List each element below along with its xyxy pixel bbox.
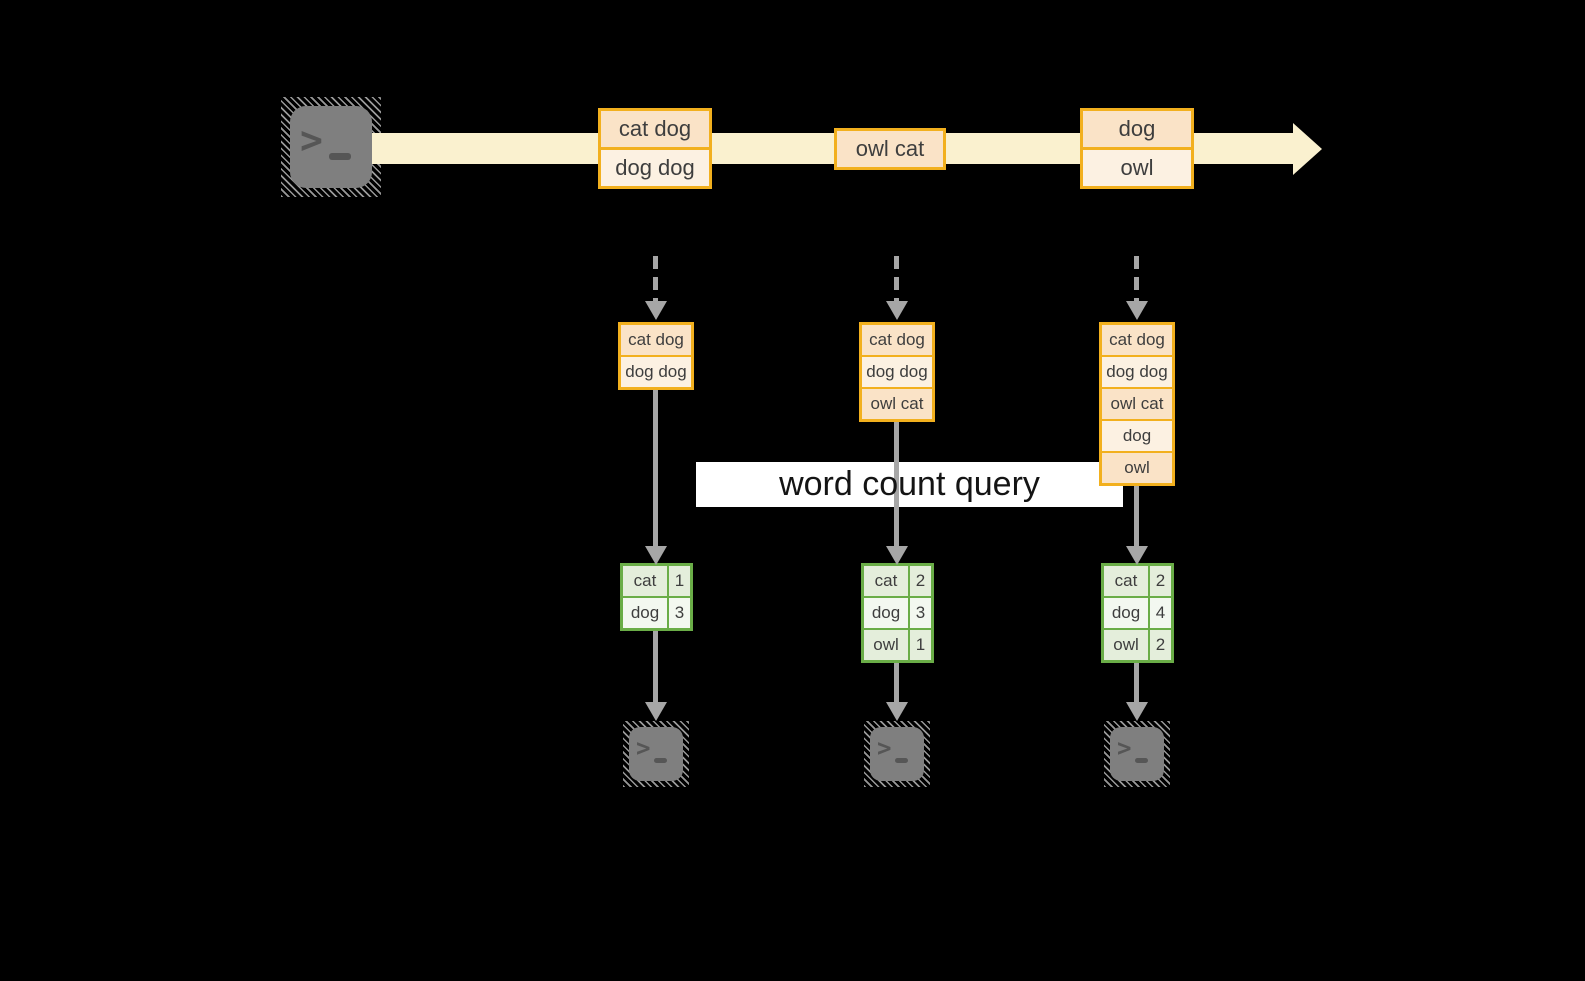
output-arrowhead-3 [1126, 702, 1148, 721]
ingest-arrow-3 [1134, 256, 1139, 302]
count-value-cell: 1 [910, 630, 931, 660]
stream-event-row: owl [1083, 150, 1191, 186]
batch-row: owl cat [1102, 389, 1172, 419]
sink-terminal-icon-1: > [623, 721, 689, 787]
count-value-cell: 2 [910, 566, 931, 596]
output-arrow-1 [653, 631, 658, 703]
batch-row: cat dog [1102, 325, 1172, 355]
stream-event-row: owl cat [837, 131, 943, 167]
query-arrow-1 [653, 390, 658, 547]
batch-row: dog dog [862, 357, 932, 387]
micro-batch-box-3: cat dog dog dog owl cat dog owl [1099, 322, 1175, 486]
count-value-cell: 2 [1150, 630, 1171, 660]
count-table-1: cat 1 dog 3 [620, 563, 693, 631]
count-word-cell: dog [1104, 598, 1148, 628]
terminal-prompt-icon: > [877, 734, 892, 762]
output-arrowhead-2 [886, 702, 908, 721]
terminal-prompt-icon: > [300, 118, 323, 162]
batch-row: cat dog [862, 325, 932, 355]
count-value-cell: 4 [1150, 598, 1171, 628]
ingest-arrowhead-1 [645, 301, 667, 320]
stream-event-row: cat dog [601, 111, 709, 147]
count-table-2: cat 2 dog 3 owl 1 [861, 563, 934, 663]
batch-row: dog dog [621, 357, 691, 387]
stream-event-box-2: owl cat [834, 128, 946, 170]
terminal-cursor-icon [1135, 758, 1148, 763]
ingest-arrowhead-2 [886, 301, 908, 320]
terminal-prompt-icon: > [636, 734, 651, 762]
query-arrowhead-2 [886, 546, 908, 565]
terminal-cursor-icon [329, 153, 351, 160]
count-word-cell: cat [864, 566, 908, 596]
terminal-window [290, 106, 372, 188]
output-arrowhead-1 [645, 702, 667, 721]
micro-batch-box-2: cat dog dog dog owl cat [859, 322, 935, 422]
micro-batch-box-1: cat dog dog dog [618, 322, 694, 390]
count-value-cell: 1 [669, 566, 690, 596]
terminal-prompt-icon: > [1117, 734, 1132, 762]
query-label: word count query [779, 465, 1040, 503]
stream-event-box-3: dog owl [1080, 108, 1194, 189]
query-label-background [696, 462, 1123, 507]
count-word-cell: owl [1104, 630, 1148, 660]
batch-row: dog [1102, 421, 1172, 451]
ingest-arrow-2 [894, 256, 899, 302]
stream-event-row: dog [1083, 111, 1191, 147]
count-word-cell: dog [623, 598, 667, 628]
stream-source-terminal-icon: > [281, 97, 381, 197]
count-value-cell: 3 [669, 598, 690, 628]
query-arrow-3 [1134, 486, 1139, 547]
stream-event-row: dog dog [601, 150, 709, 186]
count-word-cell: cat [1104, 566, 1148, 596]
terminal-cursor-icon [895, 758, 908, 763]
batch-row: dog dog [1102, 357, 1172, 387]
count-word-cell: owl [864, 630, 908, 660]
count-word-cell: cat [623, 566, 667, 596]
stream-arrowhead-icon [1293, 123, 1322, 175]
count-value-cell: 3 [910, 598, 931, 628]
count-value-cell: 2 [1150, 566, 1171, 596]
output-arrow-2 [894, 663, 899, 703]
batch-row: owl [1102, 453, 1172, 483]
count-table-3: cat 2 dog 4 owl 2 [1101, 563, 1174, 663]
query-arrowhead-3 [1126, 546, 1148, 565]
ingest-arrowhead-3 [1126, 301, 1148, 320]
sink-terminal-icon-2: > [864, 721, 930, 787]
query-arrow-2 [894, 422, 899, 547]
terminal-window [870, 727, 924, 781]
count-word-cell: dog [864, 598, 908, 628]
query-arrowhead-1 [645, 546, 667, 565]
stream-event-box-1: cat dog dog dog [598, 108, 712, 189]
terminal-window [629, 727, 683, 781]
sink-terminal-icon-3: > [1104, 721, 1170, 787]
output-arrow-3 [1134, 663, 1139, 703]
ingest-arrow-1 [653, 256, 658, 302]
batch-row: cat dog [621, 325, 691, 355]
terminal-window [1110, 727, 1164, 781]
batch-row: owl cat [862, 389, 932, 419]
terminal-cursor-icon [654, 758, 667, 763]
